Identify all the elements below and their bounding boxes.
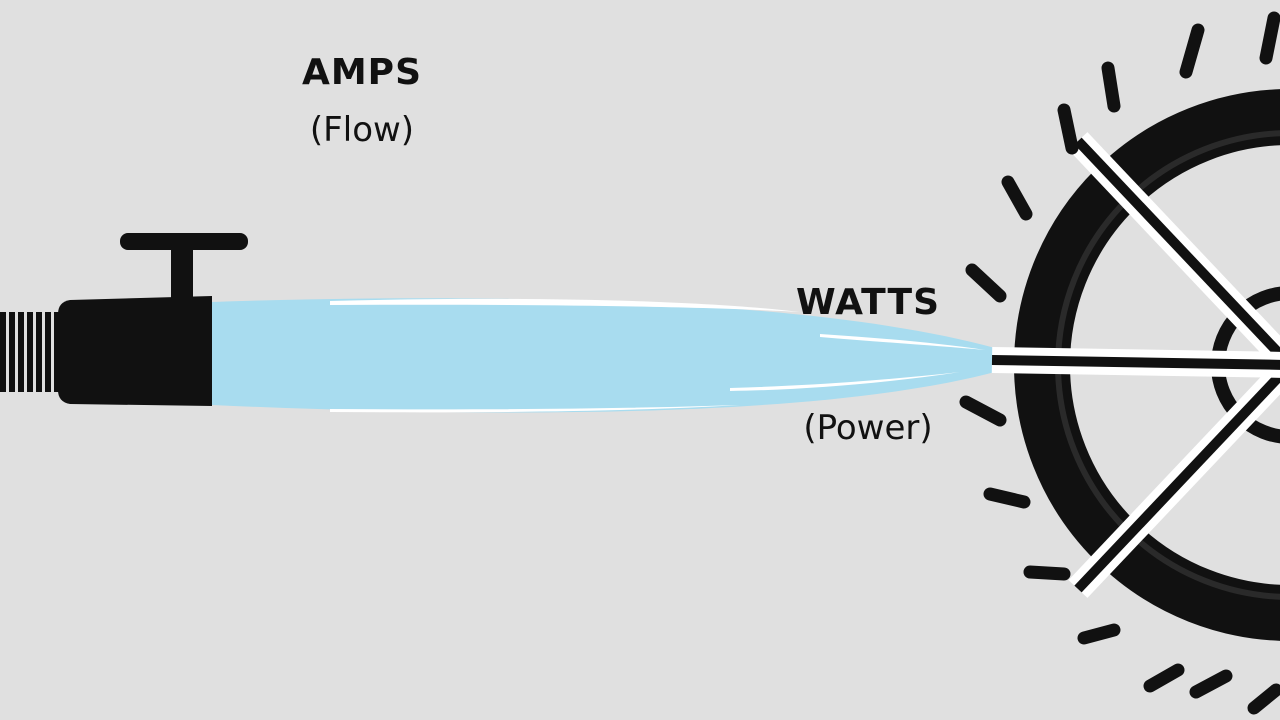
water-highlight-top <box>330 298 800 312</box>
watts-label: WATTS <box>795 282 941 323</box>
water-stream <box>212 298 995 413</box>
faucet-icon <box>0 233 248 406</box>
watts-subtitle: (Power) <box>803 408 933 448</box>
water-wheel-icon <box>959 11 1280 715</box>
amps-subtitle: (Flow) <box>309 110 415 150</box>
faucet-body <box>58 296 212 406</box>
water-highlight-lower <box>730 372 960 391</box>
wheel-spokes <box>991 132 1280 598</box>
wheel-paddles <box>959 11 1280 715</box>
water-stream-body <box>212 298 995 413</box>
amps-label: AMPS <box>302 52 422 93</box>
water-highlight-mid <box>820 334 985 350</box>
faucet-handle <box>120 233 248 250</box>
faucet-stem <box>171 244 193 300</box>
water-highlight-bottom <box>330 405 740 413</box>
